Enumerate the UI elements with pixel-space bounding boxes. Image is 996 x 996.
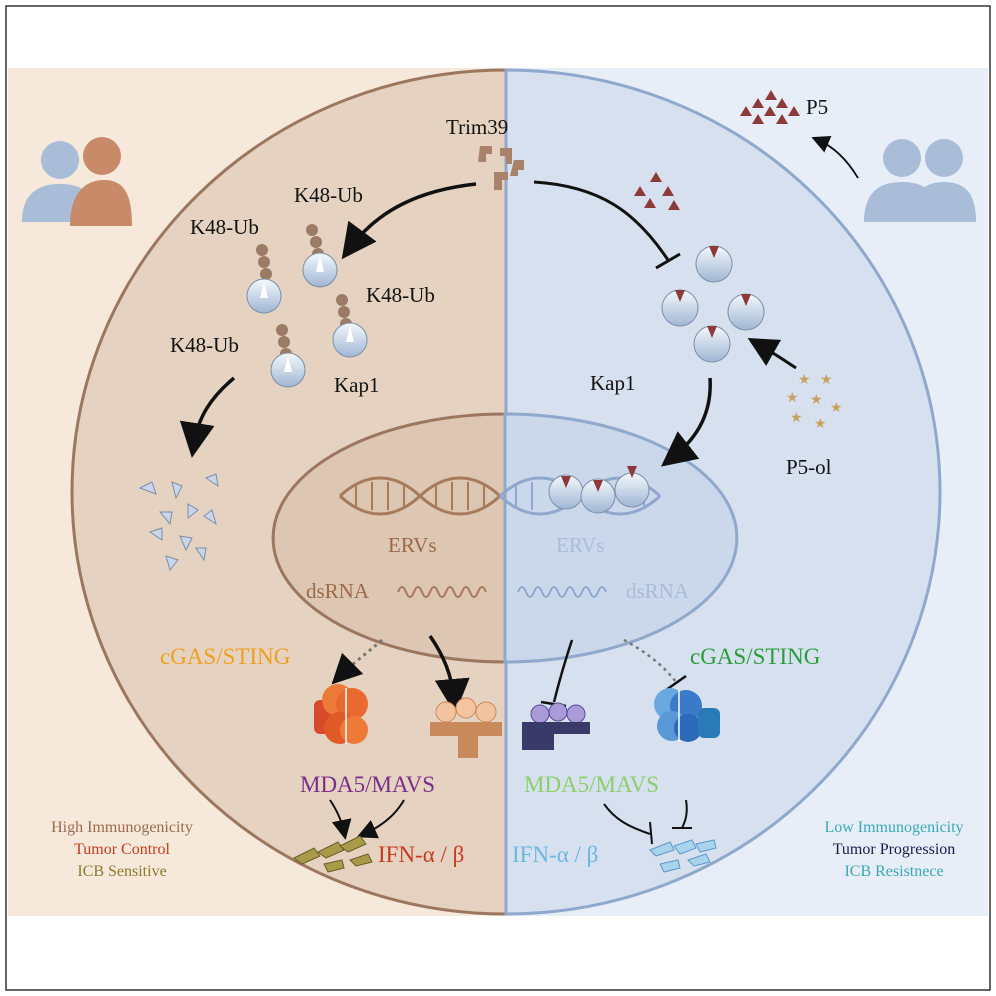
cgas-sting-label-left: cGAS/STING [160,644,290,669]
left-outcome-line-3: ICB Sensitive [77,863,166,880]
dsrna-right-icon [517,586,607,598]
kap1-dna-bound-cluster [548,466,650,514]
degraded-kap1-fragments [138,473,219,572]
svg-text:★: ★ [786,391,799,406]
ifn-inhibition-line-right-1 [603,803,651,835]
mda5-mavs-label-left: MDA5/MAVS [300,772,435,797]
right-outcome-block: Low Immunogenicity Tumor Progression ICB… [824,819,963,880]
mda5-mavs-complex-inhibited [522,702,590,750]
k48ub-label-3: K48-Ub [366,283,435,307]
ifn-inhibition-bar-right-1 [649,821,653,845]
person-icon-left [22,137,132,226]
dsrna-left-icon [397,586,487,598]
svg-text:★: ★ [810,393,823,408]
dsrna-label-right: dsRNA [626,579,690,603]
cgas-activation-arrow-left [331,638,383,685]
mda5-activation-arrow-left [428,634,470,714]
ifn-molecules-right [649,839,717,873]
kap1-ubiquitinated-3 [332,294,368,358]
svg-text:★: ★ [820,373,833,388]
cgas-sting-complex-active [314,684,368,744]
free-p5-triangles [634,172,680,210]
ifn-molecules-left [293,835,373,873]
ifn-label-left: IFN-α / β [378,842,464,867]
cell-right-half [504,68,942,916]
kap1-p5-bound-1 [695,245,733,283]
k48ub-label-1: K48-Ub [294,183,363,207]
cgas-inhibition-bar-right [665,674,687,692]
left-outcome-line-2: Tumor Control [74,841,170,858]
svg-text:★: ★ [830,401,843,416]
degradation-arrow [179,376,236,458]
cgas-sting-label-right: cGAS/STING [690,644,820,669]
kap1-ubiquitinated-4 [270,324,306,388]
svg-text:★: ★ [814,417,827,432]
right-outcome-line-2: Tumor Progression [833,841,956,858]
p5ol-arrow [747,338,797,370]
frame-border [5,5,991,991]
kap1-ubiquitinated-2 [302,224,338,288]
ifn-inhibition-line-right-2 [681,799,688,829]
left-outcome-block: High Immunogenicity Tumor Control ICB Se… [51,819,193,880]
ifn-arrow-left-2 [356,799,405,839]
k48ub-label-4: K48-Ub [170,333,239,357]
p5-triangle-cluster [740,90,800,124]
p5ol-label: P5-ol [786,455,832,479]
kap1-p5-bound-4 [693,325,731,363]
trim39-protein-icon [478,146,524,190]
trim39-inhibition-line [533,180,670,261]
right-outcome-line-3: ICB Resistnece [844,863,943,880]
left-outcome-line-1: High Immunogenicity [51,819,193,836]
person-icon-right [864,139,976,222]
mda5-mavs-complex-active [430,697,502,758]
kap1-p5-bound-3 [727,293,765,331]
cgas-sting-complex-inhibited [654,688,720,742]
p5-label: P5 [806,95,828,119]
cgas-inhibition-line-right [623,638,677,683]
mda5-inhibition-line-right [552,639,574,703]
p5-arrow [811,135,859,179]
kap1-ubiquitinated-1 [246,244,282,314]
p5ol-star-cluster: ★ ★ ★ ★ ★ ★ ★ [786,373,843,432]
trim39-label: Trim39 [446,115,508,139]
kap1-nuclear-entry-arrow [660,377,712,467]
ervs-label-left: ERVs [388,533,437,557]
k48ub-label-2: K48-Ub [190,215,259,239]
kap1-label-right: Kap1 [590,371,636,395]
ifn-label-right: IFN-α / β [512,842,598,867]
trim39-inhibition-bar [655,252,681,270]
right-outcome-line-1: Low Immunogenicity [824,819,963,836]
svg-text:★: ★ [790,411,803,426]
trim39-ubiquitination-arrow [341,182,477,260]
ervs-label-right: ERVs [556,533,605,557]
kap1-label-left: Kap1 [334,373,380,397]
svg-text:★: ★ [798,373,811,388]
mda5-mavs-label-right: MDA5/MAVS [524,772,659,797]
ifn-arrow-left-1 [329,799,352,840]
nucleus-left-half [271,412,512,664]
dsrna-label-left: dsRNA [306,579,370,603]
kap1-p5-bound-2 [661,289,699,327]
